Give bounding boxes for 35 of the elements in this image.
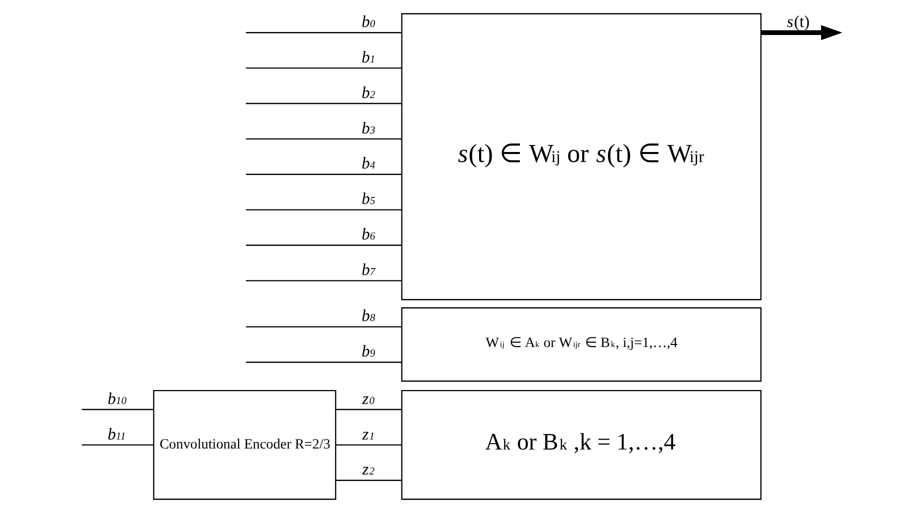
edge-label: z1	[362, 424, 374, 443]
connector	[245, 208, 402, 210]
connector	[245, 244, 402, 246]
connector	[245, 173, 402, 174]
connector	[335, 444, 402, 446]
edge-label: b10	[107, 388, 126, 408]
connector	[245, 66, 402, 68]
edge-label: z2	[362, 459, 374, 478]
connector	[245, 102, 402, 104]
connector	[245, 361, 402, 362]
edge-label: s(t)	[786, 11, 810, 30]
edge-label: b1	[361, 46, 375, 66]
connector	[335, 479, 402, 480]
connector	[245, 280, 402, 281]
connector	[335, 408, 402, 410]
node-box: Convolutional Encoder R=2/3	[152, 390, 336, 500]
edge-label: b11	[107, 424, 126, 443]
edge-label: b5	[361, 188, 375, 208]
edge-label: b7	[361, 260, 375, 279]
node-box: s(t) ∈ Wij or s(t) ∈ Wijr	[400, 12, 762, 300]
edge-label: b3	[361, 118, 375, 137]
connector	[81, 444, 154, 446]
edge-label: b8	[361, 306, 375, 325]
edge-label: b9	[361, 341, 375, 360]
node-box: Ak or Bk ,k = 1,…,4	[400, 390, 762, 500]
edge-label: b0	[361, 11, 375, 30]
connector	[81, 408, 154, 410]
edge-label: b4	[361, 153, 375, 172]
connector	[245, 32, 402, 33]
edge-label: z0	[362, 388, 374, 408]
connector	[245, 326, 402, 327]
arrow	[760, 24, 842, 40]
connector	[245, 138, 402, 140]
edge-label: b2	[361, 82, 375, 102]
edge-label: b6	[361, 224, 375, 244]
